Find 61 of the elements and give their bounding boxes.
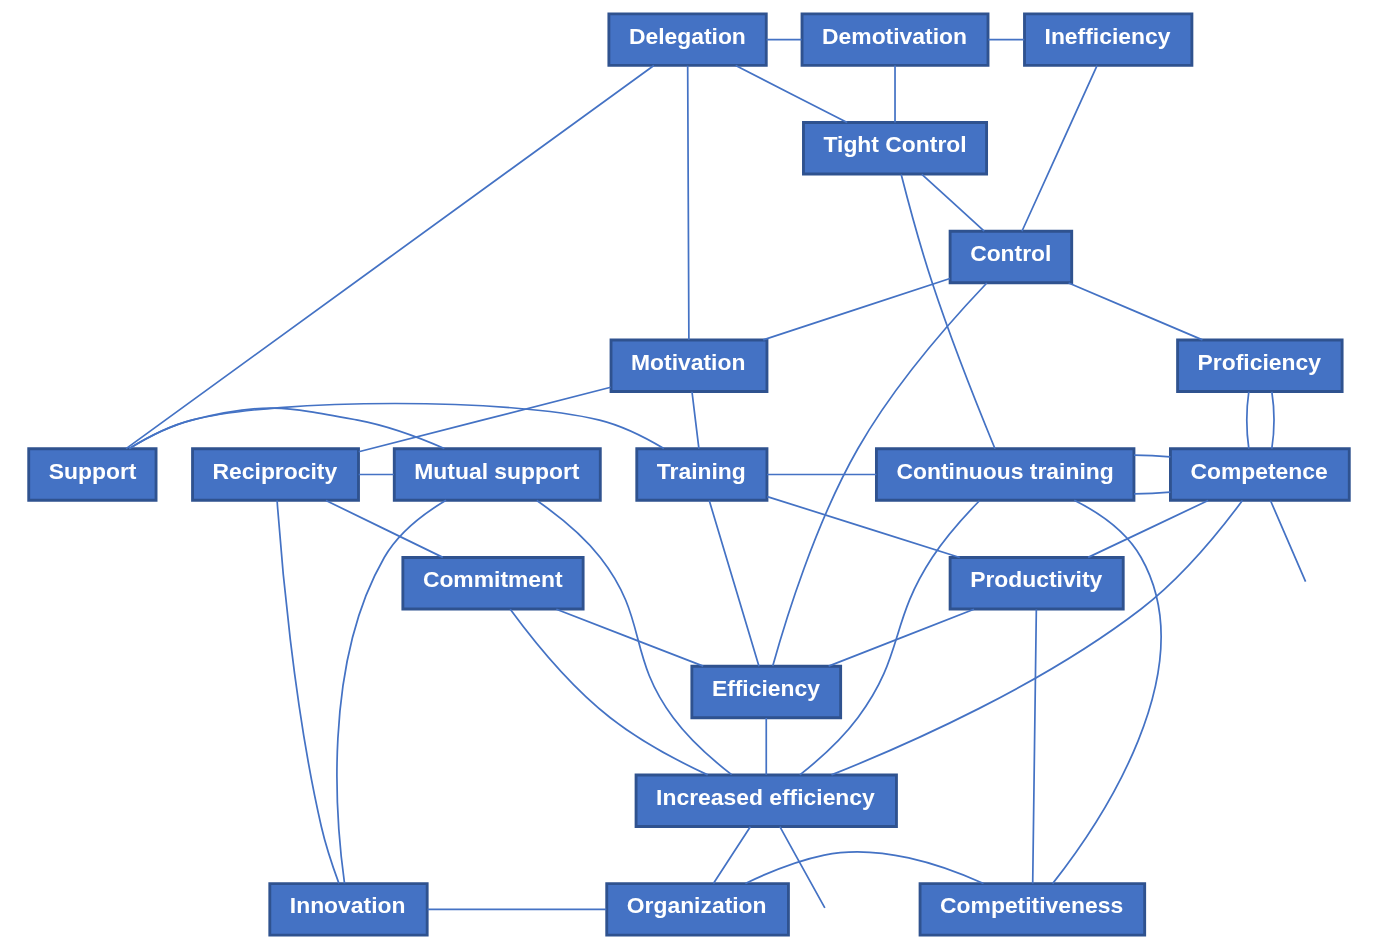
connector — [686, 64, 690, 341]
node-box: Competitiveness — [918, 882, 1147, 937]
connector — [535, 499, 733, 776]
connector — [894, 64, 896, 124]
connector — [357, 473, 395, 476]
connector — [921, 173, 986, 233]
connector — [712, 825, 752, 885]
node-box: Demotivation — [800, 12, 990, 67]
connector — [691, 390, 700, 450]
node-box: Organization — [605, 882, 790, 937]
connector — [766, 495, 961, 559]
node-box: Mutual support — [392, 447, 602, 502]
connector — [762, 277, 951, 341]
connector — [1021, 64, 1098, 233]
connector — [125, 64, 655, 450]
connector — [765, 717, 768, 776]
node-box: Tight Control — [802, 121, 988, 176]
connector — [734, 64, 849, 124]
connector — [1246, 390, 1250, 450]
node-box: Efficiency — [690, 664, 843, 720]
connector — [1270, 390, 1275, 450]
node-box: Productivity — [948, 556, 1125, 611]
connector — [555, 608, 705, 667]
connector — [900, 173, 996, 450]
node-box: Training — [635, 447, 769, 502]
connector — [987, 38, 1026, 41]
connector — [766, 473, 878, 476]
connector — [779, 825, 826, 909]
connector — [765, 38, 803, 41]
node-box: Increased efficiency — [634, 773, 898, 828]
connector — [708, 499, 760, 668]
connector — [771, 282, 988, 667]
connector — [1133, 454, 1172, 458]
node-box: Control — [948, 229, 1074, 285]
connector — [744, 851, 985, 885]
connector — [1269, 499, 1307, 583]
node-box: Commitment — [401, 556, 585, 611]
node-box: Inefficiency — [1023, 12, 1194, 67]
connector — [276, 499, 340, 885]
connector — [336, 499, 447, 885]
connector — [128, 402, 665, 450]
connector — [1067, 282, 1204, 341]
connector — [1051, 499, 1162, 885]
connector — [799, 499, 981, 776]
connector — [325, 499, 444, 559]
connector — [1031, 608, 1038, 885]
node-box: Proficiency — [1176, 338, 1344, 393]
connector — [357, 386, 612, 453]
connector — [830, 499, 1244, 776]
node-box: Reciprocity — [191, 447, 360, 502]
node-box: Delegation — [607, 12, 768, 67]
node-box: Continuous training — [875, 447, 1136, 502]
node-box: Motivation — [609, 338, 769, 393]
connector — [509, 608, 709, 776]
node-box: Competence — [1169, 447, 1351, 502]
node-box: Support — [27, 447, 158, 502]
connector — [1087, 499, 1209, 559]
connector — [426, 908, 608, 911]
connector — [827, 608, 975, 667]
node-box: Innovation — [268, 882, 429, 937]
connector — [1133, 491, 1172, 495]
